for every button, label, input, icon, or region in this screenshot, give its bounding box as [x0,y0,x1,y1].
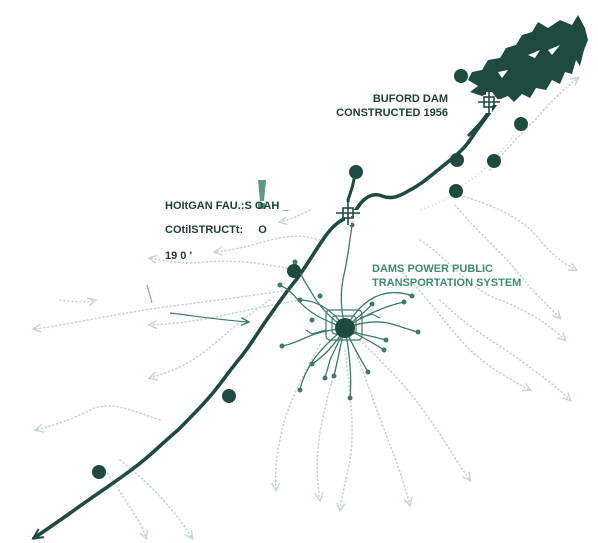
circle-node-icon [222,389,236,403]
circle-node-icon [514,117,528,131]
transit-system-label: DAMS POWER PUBLIC TRANSPORTATION SYSTEM [372,262,521,290]
dispersal-path [215,235,321,252]
transit-stop [409,293,415,299]
dispersal-path [459,194,576,270]
dispersal-path [276,344,321,490]
transit-stop [292,259,298,265]
transit-stop [383,337,389,343]
transit-stop [297,297,303,303]
exclamation-marker-icon [258,180,266,209]
transit-network [279,224,419,399]
dispersal-path [150,299,271,378]
upstream-route [419,124,521,211]
dispersal-path [34,289,291,329]
transit-stop [322,375,328,381]
transit-stops [277,222,421,401]
dam-cross-icon [336,202,360,225]
transit-stop [381,347,387,353]
buford-dam-label-line2: CONSTRUCTED 1956 [336,107,448,119]
circle-node-icon [92,465,106,479]
transit-stop [331,373,337,379]
pointer-arrow [169,312,248,322]
transit-stop [369,301,375,307]
dispersal-path [59,300,95,302]
chattahoochee-river [34,100,499,540]
dispersal-path [317,349,341,500]
dispersal-path [119,459,192,538]
morgan-falls-dam-label: HOItGAN FAU.:S OAH _ COtilSTRUCTt: O 19 … [165,199,288,263]
transit-stop [277,282,283,288]
transit-stop [309,361,315,367]
transit-stop [415,329,421,335]
dispersal-path [419,239,565,340]
dispersal-path [399,269,530,390]
dispersal-path [340,349,353,510]
stray-tick-mark [146,284,153,304]
dispersal-path [354,349,410,505]
transit-stop [279,343,285,349]
dispersal-path [489,78,578,171]
transit-stop [309,317,315,323]
dam-cross-icon [478,92,500,113]
dispersal-path [104,469,146,538]
transit-stop [317,293,323,299]
circle-node-icon [287,264,301,278]
transit-stop [365,369,371,375]
circle-node-icon [349,165,363,179]
morgan-falls-label-line2: COtilSTRUCTt: [165,224,244,236]
dispersal-path [280,209,311,222]
circle-node-icon [487,154,501,168]
dispersal-path [36,405,161,430]
morgan-falls-label-line2-suffix: O [258,224,267,236]
morgan-falls-label-line2-row: COtilSTRUCTt: O [165,223,288,237]
morgan-falls-label-line1: HOItGAN FAU.:S OAH _ [165,200,289,212]
dispersal-path [359,339,470,480]
transit-system-label-line2: TRANSPORTATION SYSTEM [372,277,522,289]
transit-stop [297,387,303,393]
map-nodes [92,69,528,479]
dispersal-path [439,299,570,400]
circle-node-icon [450,153,464,167]
buford-dam-label-line1: BUFORD DAM [372,93,448,105]
lake-lanier-reservoir [468,15,588,102]
dispersal-path [454,204,560,318]
buford-dam-label: BUFORD DAM CONSTRUCTED 1956 [300,92,448,120]
circle-node-icon [454,69,468,83]
transit-stop [347,395,353,401]
transit-system-label-line1: DAMS POWER PUBLIC [372,263,493,275]
hub-node-icon [335,318,355,338]
transit-stop [401,299,407,305]
dispersal-paths [34,78,578,538]
dispersal-path [150,258,296,271]
circle-node-icon [449,184,463,198]
morgan-falls-label-line3: 19 0 ' [165,250,193,262]
